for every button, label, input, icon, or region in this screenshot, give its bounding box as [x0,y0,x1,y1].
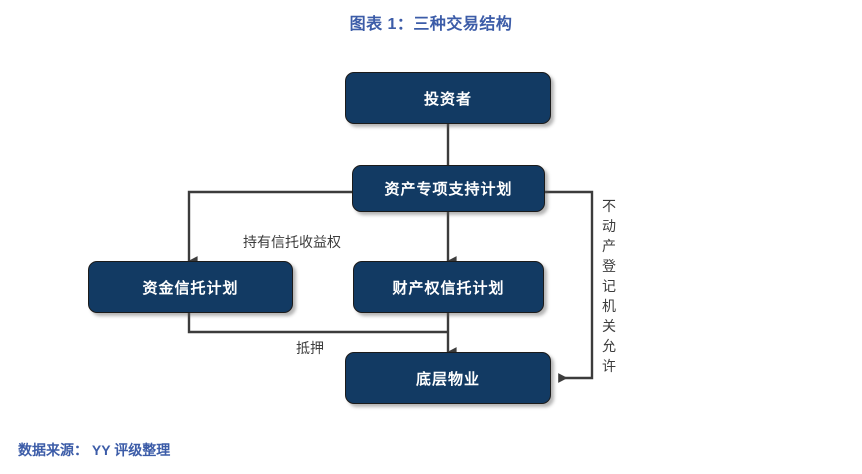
edge-fund-trust-to-underlying-property [187,313,448,334]
edge-label-hold-trust-beneficiary: 持有信托收益权 [243,234,341,250]
edge-abs-plan-to-fund-trust [187,190,352,266]
node-fund-trust[interactable]: 资金信托计划 [88,261,293,313]
node-fund-trust-label: 资金信托计划 [142,279,239,297]
node-investor-label: 投资者 [423,90,472,108]
node-investor[interactable]: 投资者 [345,72,551,124]
node-abs-plan[interactable]: 资产专项支持计划 [352,165,545,212]
node-property-trust[interactable]: 财产权信托计划 [353,261,544,313]
page-title: 图表 1：三种交易结构 [349,16,513,33]
node-property-trust-label: 财产权信托计划 [392,279,505,297]
edge-label-mortgage: 抵押 [296,340,324,356]
node-underlying-property[interactable]: 底层物业 [345,352,551,404]
edge-label-registry-permission: 不动产登记机关允许 [602,198,616,374]
edge-abs-plan-to-underlying-property-loop [545,190,594,383]
data-source-footer: 数据来源： YY 评级整理 [18,442,171,458]
node-underlying-property-label: 底层物业 [415,370,480,388]
node-abs-plan-label: 资产专项支持计划 [384,181,513,198]
